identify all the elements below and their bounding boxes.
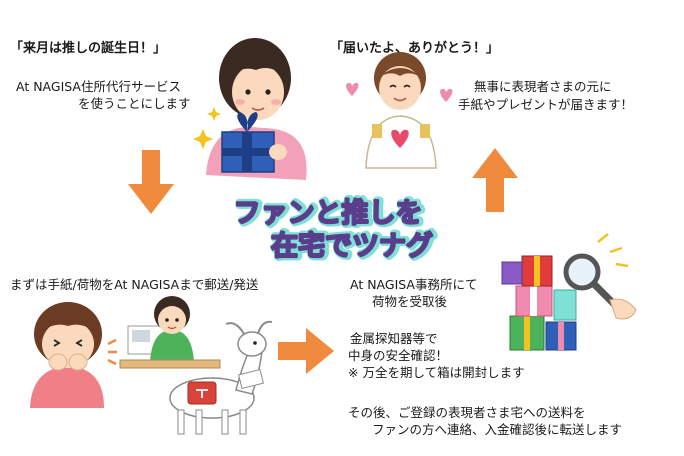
step3-check1: 金属探知器等で bbox=[350, 331, 438, 346]
step4-heading: 「届いたよ、ありがとう！」 bbox=[330, 41, 500, 56]
right-arrow-icon bbox=[278, 328, 334, 374]
title-line2: 在宅でツナグ bbox=[271, 230, 433, 262]
step2-text: まずは手紙/荷物をAt NAGISAまで郵送/発送 bbox=[10, 277, 259, 292]
post-office-clerk-icon bbox=[119, 296, 221, 369]
step4-line1: 無事に表現者さまの元に bbox=[474, 79, 612, 94]
title-line1: ファンと推しを bbox=[234, 198, 423, 229]
step4-line2: 手紙やプレゼントが届きます！ bbox=[458, 97, 634, 112]
woman-with-gift-icon bbox=[193, 38, 307, 180]
gift-pile-icon bbox=[501, 255, 577, 351]
step3-forward2: ファンの方へ連絡、入金確認後に転送します bbox=[372, 422, 623, 437]
title-line1-glow: ファンと推しを bbox=[236, 198, 425, 229]
step3-line2: 荷物を受取後 bbox=[372, 294, 448, 309]
step3-check2: 中身の安全確認！ bbox=[348, 348, 449, 363]
magnifier-inspection-icon bbox=[563, 233, 637, 320]
title-line2-glow: 在宅でツナグ bbox=[273, 230, 435, 262]
step1-line1: At NAGISA住所代行サービス bbox=[16, 79, 181, 94]
goat-mail-carrier-icon bbox=[169, 320, 273, 435]
step3-line1: At NAGISA事務所にて bbox=[350, 277, 478, 292]
down-arrow-icon bbox=[128, 150, 174, 214]
step1-heading: 「来月は推しの誕生日！」 bbox=[10, 41, 167, 56]
step3-note: ※ 万全を期して箱は開封します bbox=[348, 365, 525, 380]
idol-heart-icon bbox=[346, 52, 453, 169]
center-title: ファンと推しを ファンと推しを 在宅でツナグ 在宅でツナグ bbox=[232, 195, 438, 265]
step1-line2: を使うことにします bbox=[78, 96, 191, 111]
up-arrow-icon bbox=[472, 148, 518, 212]
excited-girl-icon bbox=[30, 302, 117, 408]
step3-forward1: その後、ご登録の表現者さま宅への送料を bbox=[348, 405, 586, 420]
